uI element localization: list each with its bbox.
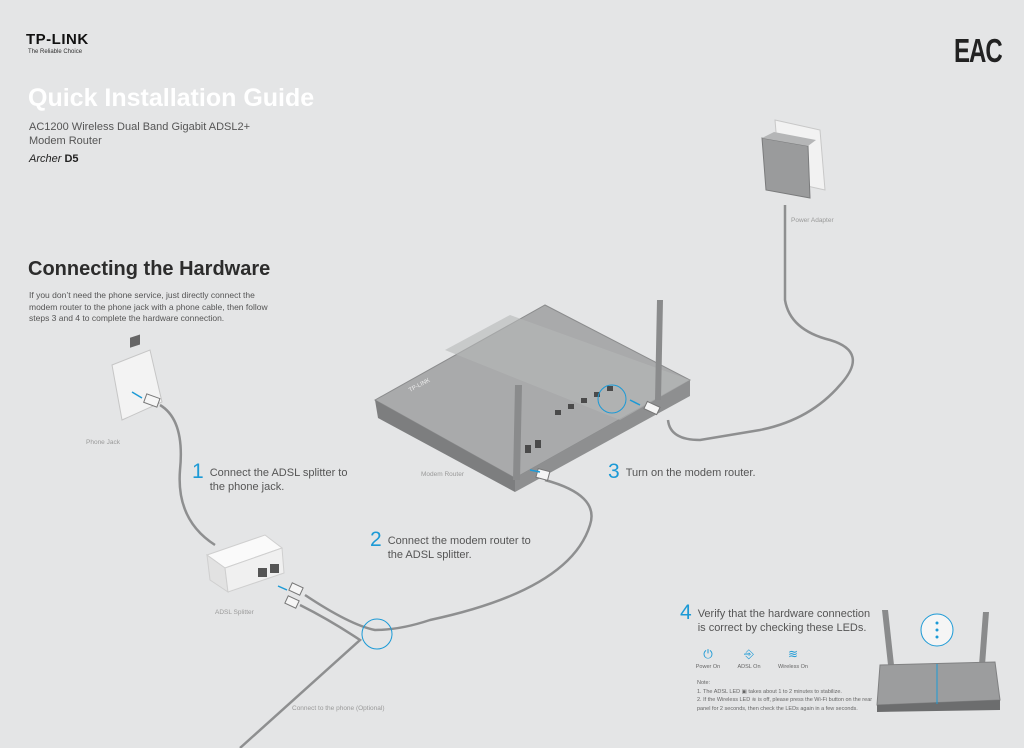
guide-subtitle: AC1200 Wireless Dual Band Gigabit ADSL2+… — [29, 121, 251, 147]
led-check-router — [876, 610, 1001, 712]
step-1-number: 1 — [192, 460, 204, 483]
modem-router-label: Modem Router — [421, 471, 464, 478]
section-intro: If you don’t need the phone service, jus… — [29, 290, 268, 323]
step-3-number: 3 — [608, 460, 620, 483]
model-series: Archer — [29, 153, 62, 165]
wireless-icon: ≋ — [787, 647, 799, 661]
guide-title: Quick Installation Guide — [28, 84, 315, 112]
led-adsl: ⎆ ADSL On — [724, 646, 774, 670]
led-adsl-label: ADSL On — [737, 664, 761, 670]
brand-name: TP-LINK — [26, 31, 89, 48]
power-icon: ⏻ — [703, 647, 713, 661]
step-4-number: 4 — [680, 601, 692, 624]
step-3: 3 Turn on the modem router. — [608, 460, 778, 483]
power-adapter-label: Power Adapter — [791, 217, 834, 224]
phone-jack — [111, 334, 163, 421]
section-title: Connecting the Hardware — [28, 258, 271, 280]
modem-router: TP-LINK — [373, 300, 692, 492]
note-line-1: 1. The ADSL LED ▣ takes about 1 to 2 min… — [697, 688, 842, 695]
phone-optional-label: Connect to the phone (Optional) — [292, 705, 385, 712]
power-adapter — [761, 119, 826, 199]
step-4-text: Verify that the hardware connection is c… — [697, 608, 871, 634]
note-line-2: 2. If the Wireless LED ≋ is off, please … — [697, 697, 873, 712]
model-number: D5 — [64, 153, 79, 165]
brand-tagline: The Reliable Choice — [28, 49, 83, 55]
power-cable — [666, 205, 855, 442]
led-note: Note: 1. The ADSL LED ▣ takes about 1 to… — [697, 679, 887, 713]
led-power: ⏻ Power On — [683, 646, 733, 670]
led-wireless-label: Wireless On — [778, 664, 808, 670]
step-2-number: 2 — [370, 528, 382, 551]
step-4: 4 Verify that the hardware connection is… — [680, 601, 880, 635]
note-heading: Note: — [697, 680, 711, 686]
step-2: 2 Connect the modem router to the ADSL s… — [370, 528, 535, 562]
phone-optional-cable — [239, 603, 363, 748]
led-power-label: Power On — [695, 664, 721, 670]
step-1-text: Connect the ADSL splitter to the phone j… — [209, 467, 348, 493]
phone-jack-cable — [159, 403, 216, 547]
model-name: Archer D5 — [29, 153, 79, 165]
adsl-splitter-label: ADSL Splitter — [215, 609, 254, 616]
step-2-text: Connect the modem router to the ADSL spl… — [387, 535, 531, 561]
step-3-text: Turn on the modem router. — [625, 467, 756, 479]
eac-mark: EAC — [954, 32, 1003, 71]
brand-logo: TP-LINK The Reliable Choice — [26, 31, 89, 55]
phone-jack-label: Phone Jack — [86, 439, 120, 446]
adsl-icon: ⎆ — [744, 647, 754, 661]
adsl-splitter — [205, 534, 285, 594]
led-wireless: ≋ Wireless On — [768, 646, 818, 670]
step-1: 1 Connect the ADSL splitter to the phone… — [192, 460, 352, 494]
